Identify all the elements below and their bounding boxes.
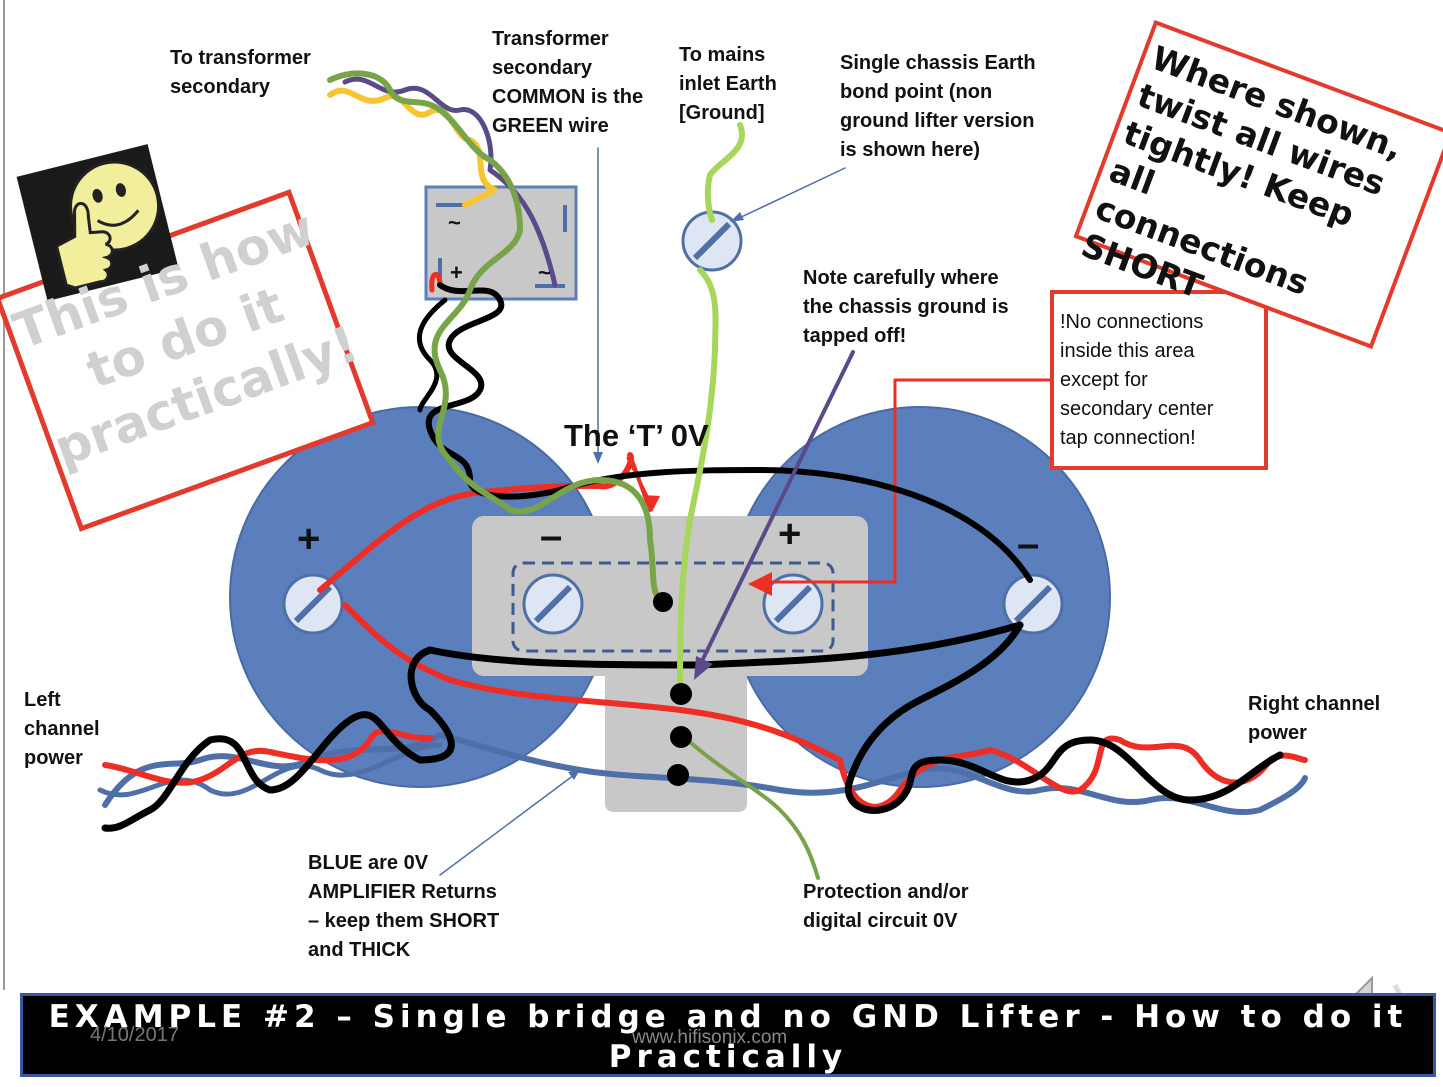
slide-website: www.hifisonix.com: [632, 1027, 788, 1048]
left-plus-mark: +: [297, 517, 321, 561]
slide-date: 4/10/2017: [90, 1024, 179, 1046]
bridge-ac-symbol-2: ~: [538, 260, 551, 285]
bridge-plus-symbol: +: [450, 260, 463, 285]
bus-plus-mark: +: [778, 512, 802, 556]
bus-minus-mark: –: [540, 514, 563, 558]
slide-title-line2: Practically: [608, 1039, 848, 1075]
thumbs-up-smiley-icon: [16, 144, 179, 302]
no-connections-box: [1050, 290, 1268, 470]
no-connection-area: [511, 561, 835, 653]
twist-note-box: [1073, 20, 1443, 350]
right-minus-mark: –: [1017, 522, 1040, 566]
tee-0v-label: The ‘T’ 0V: [564, 418, 709, 453]
slide-title-bar: EXAMPLE #2 – Single bridge and no GND Li…: [20, 993, 1436, 1077]
bridge-ac-symbol-1: ~: [448, 210, 461, 235]
slide-title-line1: EXAMPLE #2 – Single bridge and no GND Li…: [48, 999, 1408, 1035]
